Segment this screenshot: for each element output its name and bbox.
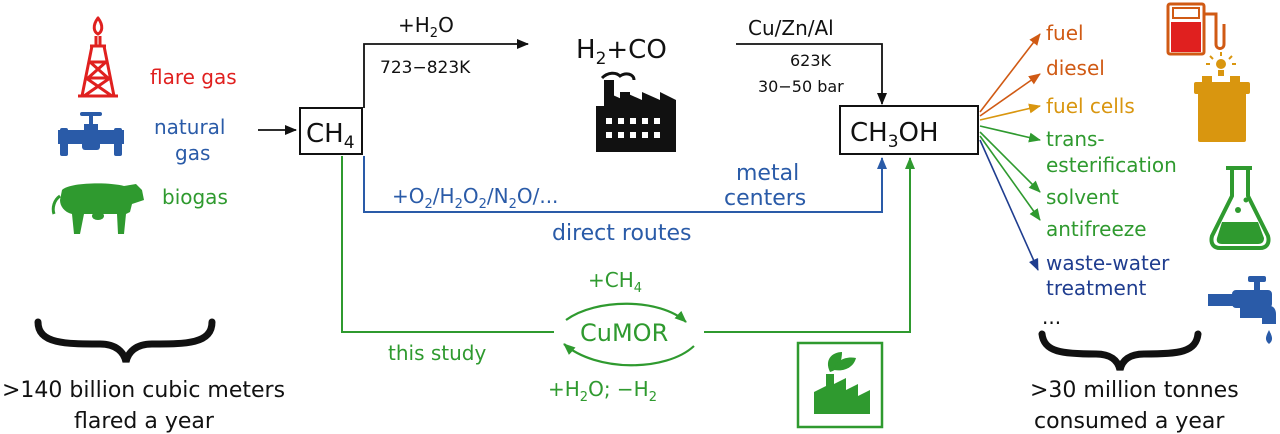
steam-reagent-label: +H2O	[398, 13, 454, 41]
direct-routes-arrow	[363, 156, 887, 213]
ch3oh-box	[839, 105, 979, 155]
use-arrow-solvent	[979, 131, 1041, 193]
cumor-bottom-reagent: +H2O; −H2	[548, 377, 657, 405]
use-trans: trans-	[1046, 127, 1105, 151]
oxidants-label: +O2/H2O2/N2O/...	[392, 184, 558, 212]
ch4-box	[299, 107, 363, 155]
this-study-route-left	[341, 156, 554, 333]
use-waste-water: waste-water	[1046, 251, 1170, 275]
cumor-cycle-bottom-arrow	[563, 343, 695, 367]
consumed-volume-line1: >30 million tonnes	[1030, 378, 1239, 403]
natural-gas-label-line2: gas	[175, 141, 210, 165]
lab-flask-icon	[1209, 166, 1271, 250]
use-esterification: esterification	[1046, 153, 1177, 177]
synthesis-temperature-label: 623K	[790, 51, 832, 70]
steam-reforming-arrow	[363, 39, 529, 108]
steam-temperature-label: 723−823K	[380, 58, 471, 78]
use-diesel: diesel	[1046, 56, 1105, 80]
pipeline-valve-icon	[58, 112, 124, 156]
use-antifreeze: antifreeze	[1046, 217, 1147, 241]
direct-routes-label: direct routes	[552, 221, 691, 246]
cumor-cycle-top-arrow	[565, 302, 687, 323]
flared-volume-line2: flared a year	[74, 409, 215, 434]
use-treatment: treatment	[1046, 276, 1146, 300]
biogas-label: biogas	[162, 185, 228, 209]
right-brace	[1038, 330, 1202, 371]
use-fuel: fuel	[1046, 21, 1084, 45]
metal-centers-line2: centers	[724, 186, 806, 211]
natural-gas-label-line1: natural	[154, 115, 225, 139]
ch3oh-label: CH3OH	[850, 118, 939, 152]
gas-flare-tower-icon	[78, 16, 118, 98]
use-arrow-fuel	[979, 33, 1041, 113]
use-arrow-fuel-cells	[979, 103, 1041, 121]
consumed-volume-line2: consumed a year	[1034, 409, 1225, 434]
use-arrow-waste-water	[979, 139, 1039, 271]
methanol-synthesis-arrow	[736, 43, 887, 105]
ch4-label: CH4	[306, 119, 355, 153]
catalyst-label: Cu/Zn/Al	[748, 16, 834, 40]
use-arrow-antifreeze	[979, 135, 1041, 221]
this-study-label: this study	[388, 341, 486, 365]
use-arrow-diesel	[979, 73, 1041, 117]
flared-volume-line1: >140 billion cubic meters	[2, 378, 285, 403]
green-factory-icon	[796, 341, 884, 429]
water-tap-icon	[1208, 276, 1276, 344]
metal-centers-line1: metal	[736, 161, 799, 186]
cumor-label: CuMOR	[580, 319, 668, 347]
syngas-label: H2+CO	[576, 35, 667, 69]
uses-ellipsis: ...	[1042, 305, 1061, 329]
left-brace	[34, 318, 216, 363]
factory-windows	[606, 118, 660, 138]
synthesis-pressure-label: 30−50 bar	[758, 77, 844, 96]
this-study-route-right	[704, 157, 915, 333]
flare-gas-label: flare gas	[150, 65, 237, 89]
fuel-cell-lamp-icon	[1194, 52, 1250, 142]
cow-icon	[51, 183, 144, 234]
use-solvent: solvent	[1046, 185, 1119, 209]
fuel-pump-icon	[1166, 2, 1226, 56]
use-arrow-transesterification	[979, 125, 1041, 143]
use-fuel-cells: fuel cells	[1046, 94, 1135, 118]
factory-icon	[596, 71, 676, 152]
cumor-top-reagent: +CH4	[588, 268, 642, 296]
